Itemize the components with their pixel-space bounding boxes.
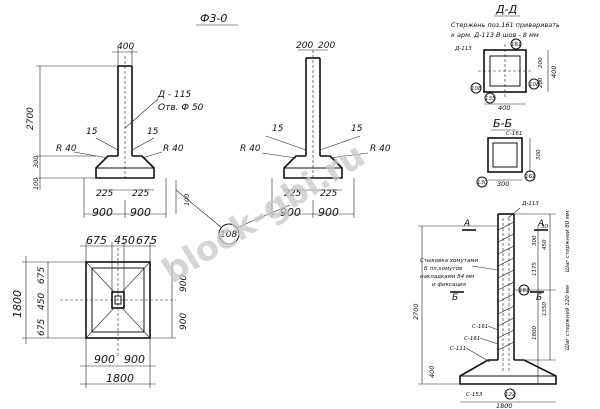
section-dd-m1: 108	[471, 86, 482, 92]
section-dd-title: Д-Д	[495, 3, 518, 16]
plan-right-a: 900	[179, 275, 189, 292]
long-p30: 30	[541, 224, 548, 230]
plan-bot-b: 900	[124, 353, 145, 366]
front-d900a: 900	[92, 206, 113, 219]
front-hole: Отв. Ф 50	[158, 103, 204, 113]
section-dd-m3: 135	[485, 96, 496, 102]
side-r40-left: R 40	[240, 144, 261, 154]
front-view: 400 2700 300 100 15 15 R 40 R 40 Д - 115…	[26, 42, 204, 219]
plan-bot-total: 1800	[106, 372, 134, 385]
section-dd-s200b: 200	[538, 77, 544, 88]
long-label-a: А	[463, 219, 470, 229]
long-h1175: 1175	[532, 262, 538, 276]
long-step1: Шаг стержней 80 мм	[565, 211, 571, 272]
section-dd-note1: Стержень поз.161 приваривать	[451, 21, 560, 29]
long-note1: Стыковка хомутами	[420, 258, 479, 264]
side-view: 200 200 15 15 R 40 R 40 225 225 900 900	[240, 41, 391, 219]
section-bb-m2: 161	[525, 174, 536, 180]
long-c161a: С-161	[472, 324, 488, 330]
section-dd-m4: 108	[529, 82, 540, 88]
section-bb-m1: 130	[477, 180, 488, 186]
side-d15b: 15	[351, 124, 363, 134]
plan-view: 675 450 675 1800 675 450 675 900 900 900…	[11, 234, 189, 388]
front-d225a: 225	[96, 189, 113, 199]
long-label-a2: А	[537, 219, 544, 229]
long-c161b: С-161	[464, 336, 480, 342]
plan-right-b: 900	[179, 313, 189, 330]
long-m122: 122	[505, 392, 516, 398]
plan-left-a: 675	[37, 319, 47, 336]
long-label-b2: Б	[536, 293, 542, 303]
section-long: А А Д-113 Стыковка хомутами Б пл.хомутов…	[412, 201, 571, 409]
side-d225a: 225	[284, 189, 301, 199]
side-d225b: 225	[320, 189, 337, 199]
plan-d675b: 675	[136, 234, 157, 247]
section-dd-w400: 400	[498, 104, 510, 112]
front-h100: 100	[32, 178, 40, 190]
section-bb-title: Б-Б	[493, 117, 512, 130]
mark-108: 108	[220, 230, 237, 240]
long-note4: и фиксация	[432, 282, 467, 288]
watermark: block-gbi.ru	[156, 136, 373, 292]
long-h1800: 1800	[532, 326, 538, 340]
front-r40-right: R 40	[163, 144, 184, 154]
section-bb-h300: 300	[536, 149, 542, 160]
long-h450: 450	[542, 239, 548, 250]
side-d900a: 900	[280, 206, 301, 219]
side-d200b: 200	[318, 41, 335, 51]
plan-d675a: 675	[86, 234, 107, 247]
long-h1350: 1350	[542, 302, 548, 316]
plan-bot-a: 900	[94, 353, 115, 366]
section-bb-w300: 300	[497, 180, 509, 188]
section-dd-note2: к арм. Д-113 В шов - 8 мм	[451, 31, 539, 39]
front-h100-right: 100	[183, 194, 191, 206]
long-c111: С-111	[450, 346, 466, 352]
long-h300: 300	[532, 235, 538, 246]
section-dd-m2: 161	[511, 42, 522, 48]
section-dd: Д-Д Стержень поз.161 приваривать к арм. …	[451, 3, 560, 112]
front-d900b: 900	[130, 206, 151, 219]
drawing-title: Ф3-0	[200, 12, 227, 25]
long-c150: С-153	[466, 392, 483, 398]
section-dd-d113: Д-113	[454, 46, 472, 52]
front-h300: 300	[32, 156, 40, 168]
long-d113: Д-113	[521, 201, 539, 207]
front-height: 2700	[26, 107, 36, 130]
front-r40-left: R 40	[56, 144, 77, 154]
long-h2700: 2700	[412, 303, 420, 320]
long-label-b: Б	[452, 293, 458, 303]
side-d15a: 15	[272, 124, 284, 134]
section-dd-h400: 400	[550, 66, 558, 78]
side-d200a: 200	[296, 41, 313, 51]
long-p161: 161	[519, 288, 530, 294]
long-step2: Шаг стержней 120 мм	[565, 285, 571, 350]
side-d900b: 900	[318, 206, 339, 219]
plan-d450: 450	[114, 234, 135, 247]
plan-left-total: 1800	[11, 290, 24, 318]
front-d15a: 15	[86, 127, 98, 137]
plan-left-b: 450	[37, 293, 47, 310]
side-r40-right: R 40	[370, 144, 391, 154]
long-h400: 400	[428, 366, 436, 378]
section-bb-c161: С-161	[506, 131, 522, 137]
plan-left-c: 675	[37, 267, 47, 284]
front-d225b: 225	[132, 189, 149, 199]
long-note2: Б пл.хомутов	[424, 266, 462, 272]
front-d15b: 15	[147, 127, 159, 137]
front-d115: Д - 115	[157, 90, 191, 100]
front-col-width: 400	[117, 42, 134, 52]
long-w1800: 1800	[496, 402, 513, 409]
long-note3: накладками 84 мм	[420, 274, 474, 280]
section-bb: Б-Б С-161 300 300 130 161	[476, 117, 542, 188]
section-dd-s200a: 200	[538, 57, 544, 68]
